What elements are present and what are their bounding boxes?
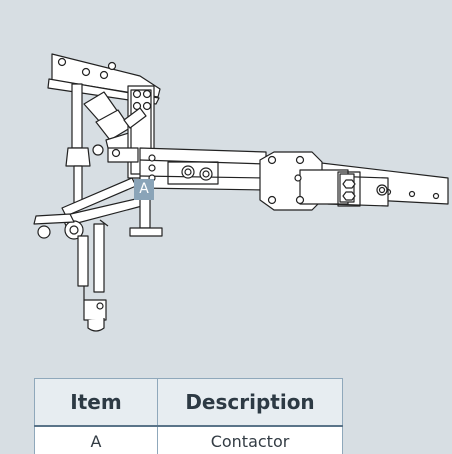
vertical-rod (65, 83, 104, 207)
legend-header-row: Item Description (34, 378, 343, 427)
mechanism-drawing (33, 53, 449, 332)
callout-a: A (134, 179, 154, 200)
header-description: Description (157, 378, 343, 427)
cell-item: A (34, 425, 158, 454)
header-item: Item (34, 378, 158, 427)
legend-table: Item Description A Contactor (34, 378, 343, 454)
table-row: A Contactor (34, 425, 343, 454)
lower-actuator (33, 177, 163, 332)
clamp-block (259, 151, 361, 211)
cell-description: Contactor (157, 425, 343, 454)
